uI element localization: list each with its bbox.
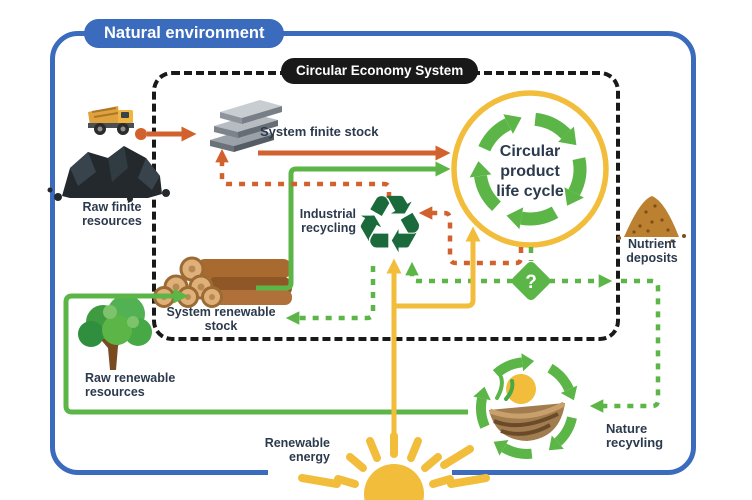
label-renewable-energy: Renewable energy [264, 436, 330, 464]
label-system-finite-stock: System finite stock [260, 124, 379, 139]
label-industrial-recycling: Industrial recycling [299, 207, 356, 235]
natural-environment-label: Natural environment [84, 19, 285, 48]
label-nature-recycling: Nature recyvling [606, 421, 664, 451]
recycling-symbol-icon: ♻ [354, 178, 426, 271]
border-gap [268, 462, 452, 480]
label-nutrient-deposits: Nutrient deposits [626, 237, 678, 265]
label-raw-finite-resources: Raw finite resources [82, 200, 142, 228]
label-system-renewable-stock: System renewable stock [166, 305, 276, 333]
label-raw-renewable-resources: Raw renewable resources [85, 371, 176, 399]
ces-label: Circular Economy System [281, 58, 479, 84]
label-circular-product-life-cycle: Circular product life cycle [496, 143, 564, 200]
